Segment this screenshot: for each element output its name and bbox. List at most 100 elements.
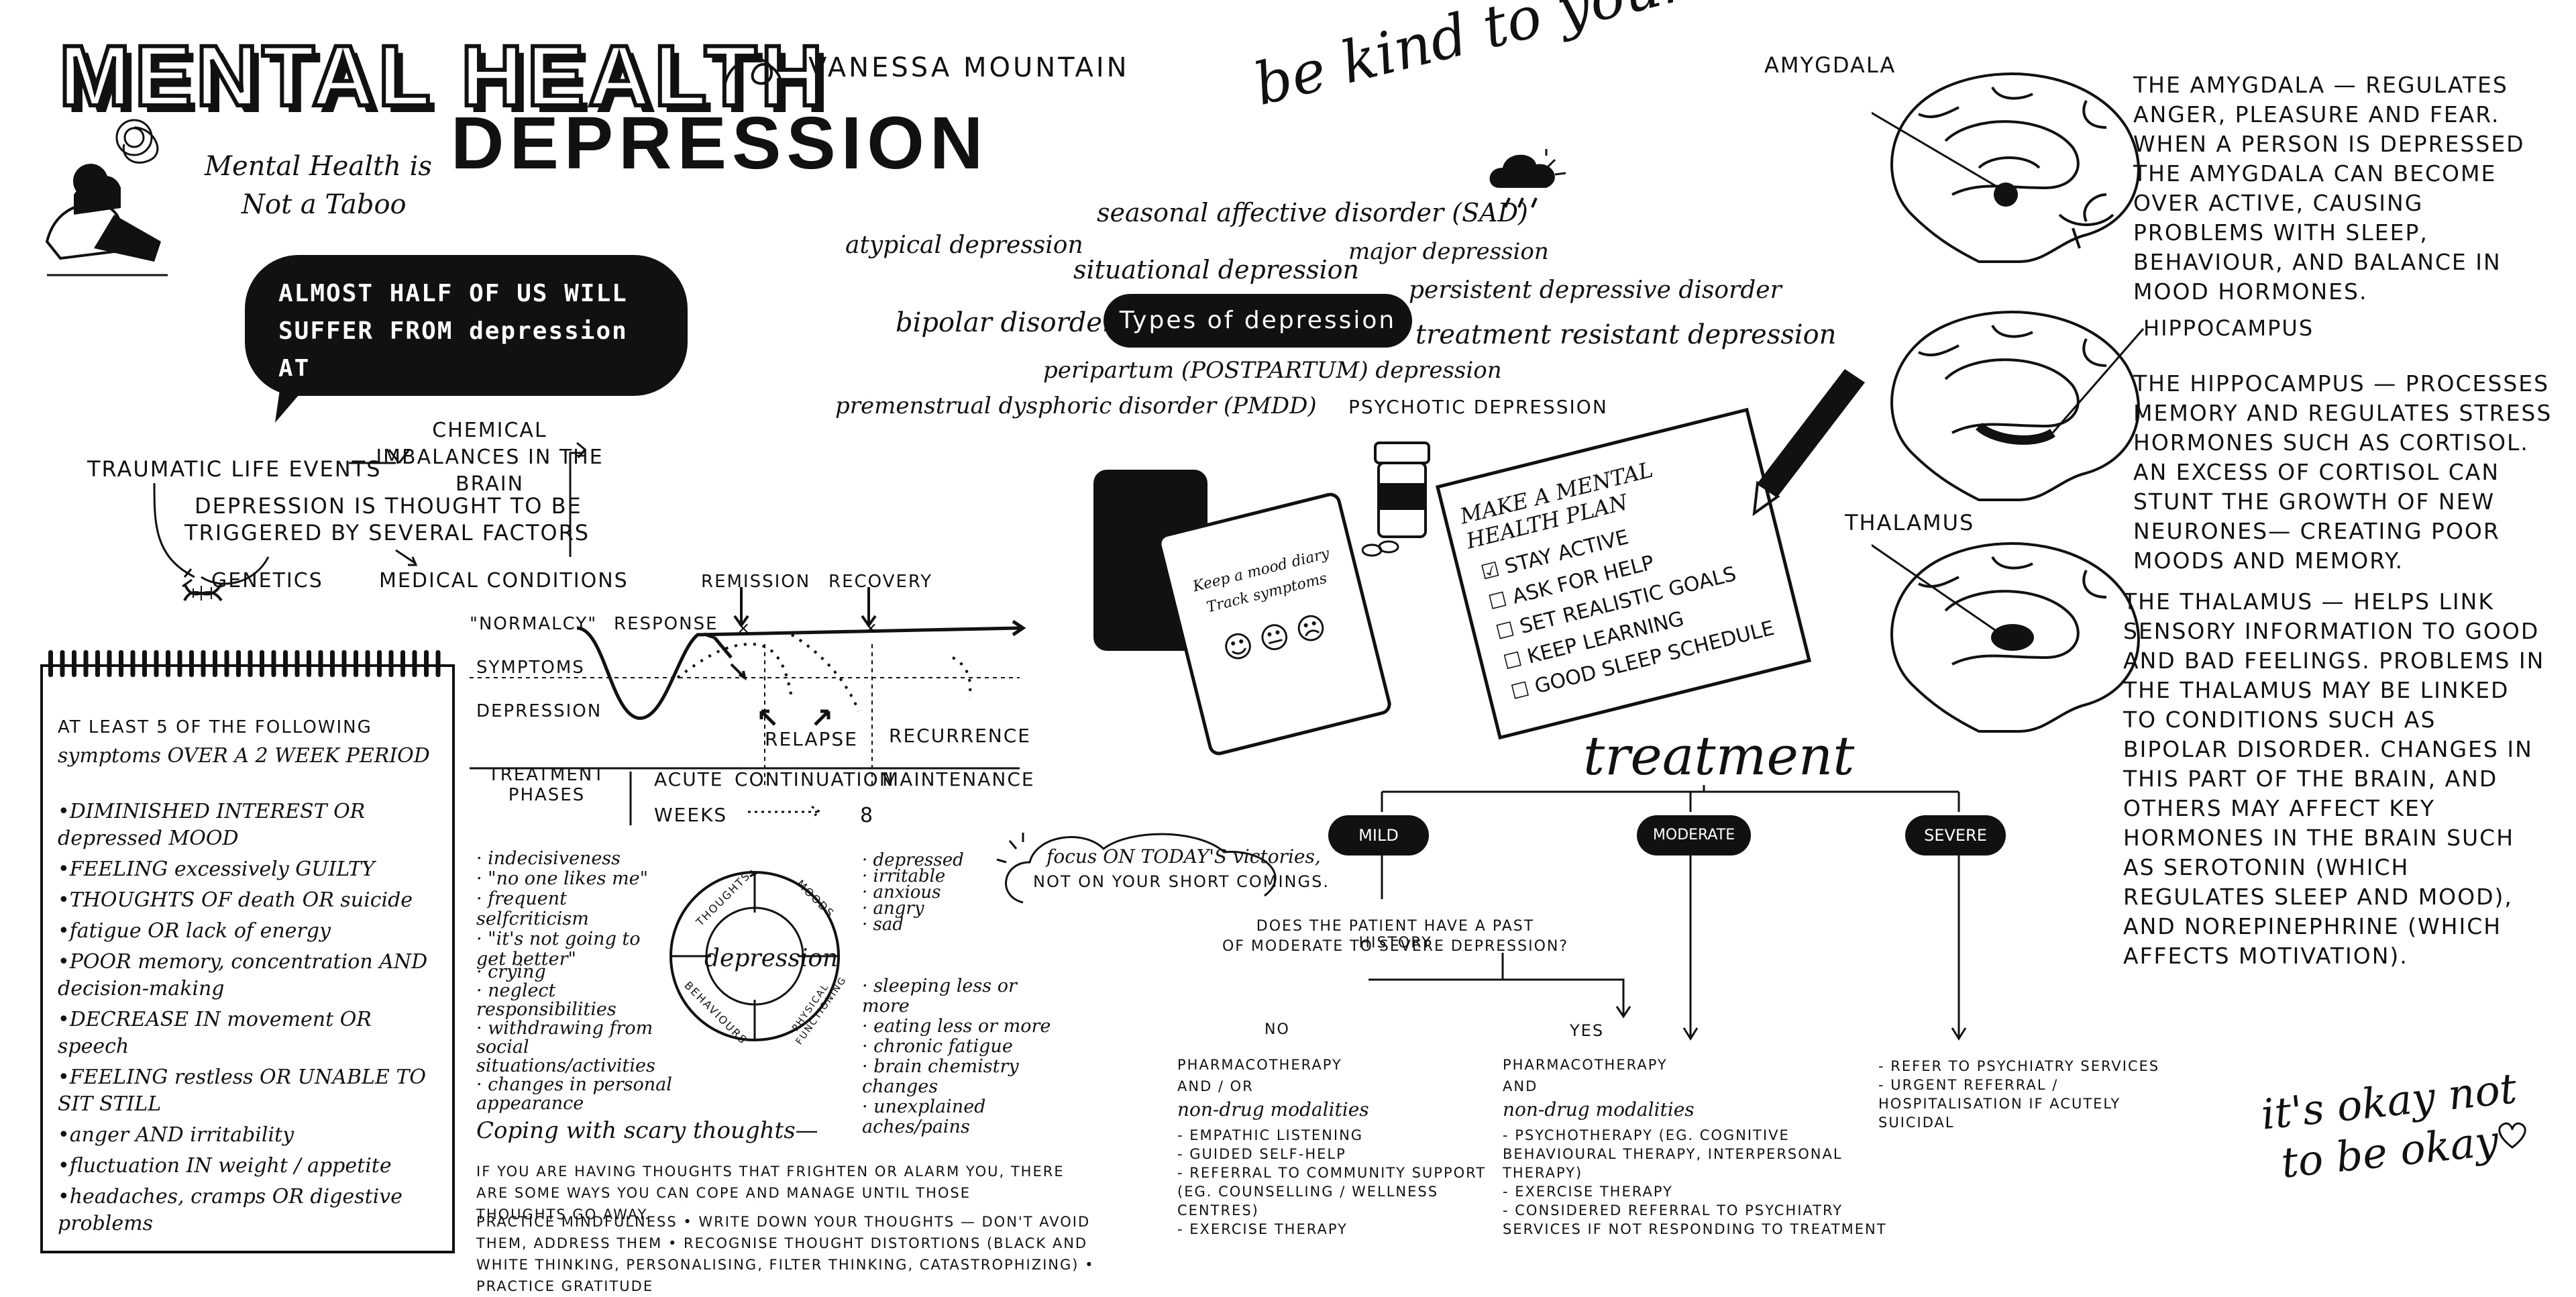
spiral-ring (294, 650, 300, 677)
bubble-tail (275, 376, 315, 423)
spiral-ring (236, 650, 241, 677)
thought-item: · "it's not going to get better" (476, 929, 641, 970)
type-peripartum: peripartum (POSTPARTUM) depression (1043, 357, 1502, 384)
symptom-item: •headaches, cramps OR digestive problems (58, 1185, 402, 1235)
no-treatment-item: - EXERCISE THERAPY (1177, 1221, 1348, 1237)
symptom-item: •anger AND irritability (58, 1123, 294, 1147)
factor-traumatic: TRAUMATIC LIFE EVENTS (87, 456, 382, 482)
spiral-ring (201, 650, 206, 677)
author-name: VANESSA MOUNTAIN (808, 52, 1130, 83)
depression-cycle-diagram (669, 870, 840, 1041)
svg-text:×: × (737, 619, 750, 637)
symptoms-heading-2: symptoms OVER A 2 WEEK PERIOD (58, 744, 430, 768)
thalamus-text: THE thalamus — HELPS LINK sensory inform… (2123, 588, 2545, 969)
severe-pill: SEVERE (1905, 815, 2006, 855)
treatment-title: treatment (1583, 725, 1855, 787)
yes-treatment-item: - PSYCHOTHERAPY (EG. COGNITIVE BEHAVIOUR… (1503, 1127, 1843, 1181)
coping-title: Coping with scary thoughts— (476, 1117, 818, 1144)
mood-item: · anxious (862, 882, 941, 902)
mood-item: · angry (862, 898, 924, 919)
spiral-ring (424, 650, 429, 677)
maintenance-label: MAINTENANCE (882, 768, 1035, 790)
recovery-label: RECOVERY (828, 572, 933, 592)
question-line-1: DOES THE PATIENT HAVE A PAST HISTORY (1256, 918, 1535, 951)
taboo-line-1: Mental Health is (205, 151, 432, 182)
no-line-1: PHARMACOTHERAPY (1177, 1057, 1342, 1073)
depression-label: DEPRESSION (476, 701, 602, 721)
mild-pill: MILD (1328, 815, 1429, 855)
spiral-ring (400, 650, 405, 677)
spiral-ring (48, 650, 53, 677)
acute-label: ACUTE (654, 768, 724, 790)
thalamus-label: THALAMUS (1845, 510, 1975, 535)
no-label: NO (1265, 1021, 1290, 1038)
heart-icon (2498, 1122, 2526, 1149)
factors-center-line-2: TRIGGERED BY SEVERAL FACTORS (184, 520, 590, 546)
behaviour-item: · crying (476, 962, 546, 982)
page-subtitle: DEPRESSION (451, 102, 989, 185)
weeks-value: 8 (860, 804, 873, 827)
spiral-ring (318, 650, 323, 677)
yes-line-2: AND (1503, 1078, 1538, 1094)
spiral-ring (95, 650, 100, 677)
spiral-ring (154, 650, 159, 677)
response-label: RESPONSE (614, 614, 718, 634)
dna-icon (183, 582, 223, 602)
spiral-ring (388, 650, 394, 677)
physical-item: · unexplained aches/pains (862, 1096, 986, 1137)
spiral-ring (260, 650, 264, 677)
yes-line-3: non-drug modalities (1503, 1098, 1695, 1121)
physical-item: · eating less or more (862, 1016, 1051, 1037)
coping-paragraph-2: PRACTICE MINDFULNESS • WRITE DOWN YOUR T… (476, 1214, 1095, 1294)
page-title: MENTAL HEALTH (57, 26, 827, 126)
type-major: major depression (1348, 238, 1549, 265)
continuation-label: CONTINUATION (735, 768, 895, 790)
spiral-ring (60, 650, 65, 677)
symptom-item: •POOR memory, concentration AND decision… (58, 950, 428, 1000)
mood-item: · sad (862, 915, 904, 935)
spiral-ring (189, 650, 194, 677)
sad-person-illustration (45, 119, 168, 276)
hippocampus-text: THE hippocampus — PROCESSES memory AND r… (2133, 370, 2553, 574)
spiral-ring (177, 650, 182, 677)
behaviours-list: · crying· neglect responsibilities· with… (476, 963, 691, 1113)
no-line-3: non-drug modalities (1177, 1098, 1369, 1121)
coping-paragraph-1: IF YOU ARE HAVING THOUGHTS THAT FRIGHTEN… (476, 1163, 1065, 1223)
spiral-ring (213, 650, 217, 677)
behaviour-item: · neglect responsibilities (476, 980, 616, 1020)
mood-diary-card: Keep a mood diary Track symptoms ☺😐☹ (1156, 490, 1393, 758)
type-atypical: atypical depression (845, 231, 1083, 259)
type-persistent: persistent depressive disorder (1409, 276, 1782, 304)
yes-line-1: PHARMACOTHERAPY (1503, 1057, 1668, 1073)
no-treatment-block: PHARMACOTHERAPY AND / OR non-drug modali… (1177, 1057, 1499, 1239)
symptom-item: •fluctuation IN weight / appetite (58, 1154, 392, 1178)
type-psychotic: PSYCHOTIC DEPRESSION (1348, 396, 1608, 418)
spiral-ring (142, 650, 147, 677)
treatment-phases-label: TREATMENT PHASES (488, 765, 606, 805)
no-treatment-list: - EMPATHIC LISTENING - GUIDED SELF-HELP - … (1177, 1126, 1499, 1239)
spiral-ring (307, 650, 311, 677)
mood-item: · irritable (862, 866, 946, 886)
spiral-ring (119, 650, 123, 677)
type-seasonal: seasonal affective disorder (SAD) (1097, 198, 1528, 227)
no-treatment-item: - EMPATHIC LISTENING (1177, 1127, 1364, 1143)
type-pmdd: premenstrual dysphoric disorder (PMDD) (835, 393, 1317, 419)
severe-treatment-list: - REFER TO PSYCHIATRY SERVICES- URGENT R… (1878, 1057, 2194, 1132)
severe-treatment-item: - REFER TO PSYCHIATRY SERVICES (1878, 1058, 2160, 1074)
be-kind-text: be kind to yourself (1248, 0, 1795, 119)
hippocampus-label: HIPPOCAMPUS (2143, 315, 2314, 341)
spiral-ring (283, 650, 288, 677)
symptom-item: •FEELING restless OR UNABLE TO SIT STILL (58, 1066, 426, 1116)
notepad-spiral-binding (48, 650, 441, 677)
symptoms-list: •DIMINISHED INTEREST OR depressed MOOD•F… (58, 798, 437, 1237)
remission-label: REMISSION (701, 572, 811, 592)
taboo-line-2: Not a Taboo (241, 189, 407, 220)
spiral-ring (412, 650, 417, 677)
normalcy-label: "NORMALCY" (470, 614, 598, 634)
yes-label: YES (1570, 1021, 1605, 1040)
type-situational: situational depression (1073, 255, 1360, 284)
stat-line-2: SUFFER FROM depression AT (278, 317, 628, 382)
no-treatment-item: - GUIDED SELF-HELP (1177, 1146, 1346, 1162)
focus-line-1: focus ON TODAY'S victories, (1046, 845, 1321, 868)
yes-treatment-item: - EXERCISE THERAPY (1503, 1184, 1673, 1200)
